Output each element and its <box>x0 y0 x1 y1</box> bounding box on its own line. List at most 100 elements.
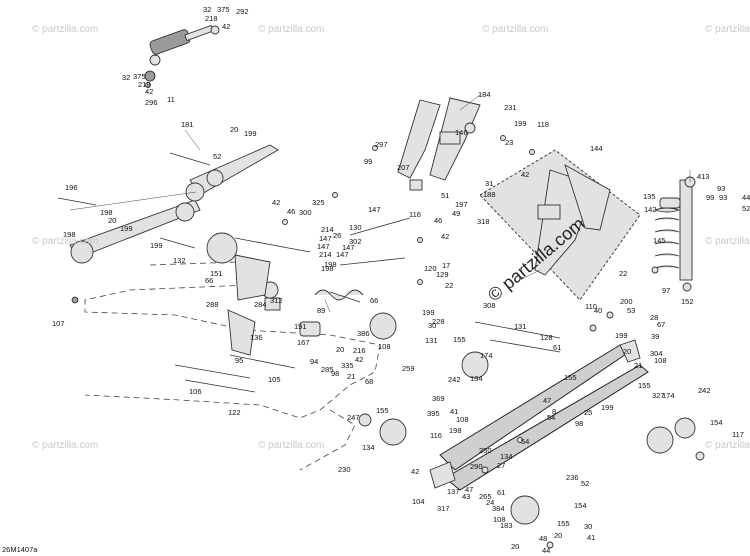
callout-199: 199 <box>615 331 628 340</box>
callout-46: 46 <box>287 207 296 216</box>
callout-134: 134 <box>470 374 483 383</box>
callout-375: 375 <box>133 72 146 81</box>
callout-135: 135 <box>643 192 656 201</box>
callout-27: 27 <box>497 461 506 470</box>
left-brackets <box>227 254 321 356</box>
callout-97: 97 <box>662 286 671 295</box>
callout-47: 47 <box>465 485 474 494</box>
watermark-top-right: © partzilla.com <box>482 24 549 35</box>
callout-39: 39 <box>651 332 660 341</box>
callout-386: 386 <box>357 329 370 338</box>
callout-104: 104 <box>412 497 425 506</box>
fasteners <box>71 135 705 549</box>
watermark-mid-right: © partzilla.com <box>705 236 750 247</box>
callout-375: 375 <box>217 5 230 14</box>
watermark-bottom-center: © partzilla.com <box>258 440 325 451</box>
callout-155: 155 <box>638 381 651 390</box>
callout-128: 128 <box>540 333 553 342</box>
callout-68: 68 <box>365 377 374 386</box>
watermark-bottom-left: © partzilla.com <box>32 440 99 451</box>
callout-296: 296 <box>145 98 158 107</box>
callout-144: 144 <box>590 144 603 153</box>
callout-61: 61 <box>497 488 506 497</box>
middle-shafts <box>159 217 561 393</box>
callout-214: 214 <box>321 225 334 234</box>
callout-302: 302 <box>349 237 362 246</box>
callout-198: 198 <box>449 426 462 435</box>
callout-8: 8 <box>552 407 557 416</box>
callout-155: 155 <box>376 406 389 415</box>
callout-61: 61 <box>553 343 562 352</box>
callout-147: 147 <box>319 234 332 243</box>
callout-21: 21 <box>347 372 356 381</box>
callout-51: 51 <box>441 191 450 200</box>
callout-152: 152 <box>681 297 694 306</box>
callout-118: 118 <box>537 120 549 129</box>
callout-134: 134 <box>500 452 513 461</box>
callout-99: 99 <box>364 157 373 166</box>
assembly-boundary <box>84 261 381 419</box>
callout-230: 230 <box>338 465 351 474</box>
callout-47: 47 <box>543 396 552 405</box>
callout-54: 54 <box>521 437 530 446</box>
sprockets <box>206 232 696 525</box>
callout-199: 199 <box>422 308 435 317</box>
callout-43: 43 <box>462 492 471 501</box>
callout-197: 197 <box>455 200 468 209</box>
center-arm-assembly <box>397 97 481 191</box>
callout-395: 395 <box>427 409 440 418</box>
rear-shock-spring <box>654 176 696 292</box>
callout-98: 98 <box>575 419 584 428</box>
callout-30: 30 <box>584 522 593 531</box>
callout-335: 335 <box>341 361 354 370</box>
callout-48: 48 <box>539 534 548 543</box>
callout-292: 292 <box>236 7 249 16</box>
callout-174: 174 <box>662 391 675 400</box>
callout-297: 297 <box>375 140 388 149</box>
callout-218: 218 <box>205 14 218 23</box>
callout-207: 207 <box>397 163 410 172</box>
callout-384: 384 <box>492 504 505 513</box>
callout-44: 44 <box>742 193 750 202</box>
callout-41: 41 <box>587 533 596 542</box>
callout-93: 93 <box>719 193 728 202</box>
callout-134: 134 <box>362 443 375 452</box>
watermark-top-left: © partzilla.com <box>32 24 99 35</box>
callout-199: 199 <box>150 241 163 250</box>
callout-17: 17 <box>442 261 451 270</box>
callout-155: 155 <box>564 373 577 382</box>
callout-116: 116 <box>409 210 421 219</box>
callout-369: 369 <box>432 394 445 403</box>
callout-312: 312 <box>270 296 283 305</box>
callout-146: 146 <box>455 128 468 137</box>
callout-136: 136 <box>250 333 263 342</box>
callout-11: 11 <box>167 95 175 104</box>
callout-117: 117 <box>732 430 744 439</box>
callout-147: 147 <box>342 243 355 252</box>
callout-317: 317 <box>437 504 450 513</box>
callout-216: 216 <box>353 346 366 355</box>
callout-174: 174 <box>480 351 493 360</box>
callout-236: 236 <box>566 473 579 482</box>
callout-199: 199 <box>514 119 527 128</box>
callout-53: 53 <box>627 306 636 315</box>
callout-42: 42 <box>222 22 231 31</box>
callout-106: 106 <box>189 387 202 396</box>
callout-196: 196 <box>65 183 78 192</box>
callout-145: 145 <box>653 236 666 245</box>
callout-199: 199 <box>601 403 614 412</box>
callout-42: 42 <box>355 355 364 364</box>
callout-20: 20 <box>108 216 117 225</box>
callout-22: 22 <box>445 281 454 290</box>
callout-200: 200 <box>620 297 633 306</box>
callout-147: 147 <box>368 205 381 214</box>
callout-20: 20 <box>230 125 239 134</box>
callout-107: 107 <box>52 319 65 328</box>
callout-218: 218 <box>138 80 151 89</box>
callout-285: 285 <box>321 365 334 374</box>
assembly-boundary-2 <box>299 409 356 471</box>
callout-198: 198 <box>324 260 337 269</box>
callout-30: 30 <box>428 321 437 330</box>
callout-66: 66 <box>205 276 214 285</box>
callout-44: 44 <box>542 546 551 555</box>
